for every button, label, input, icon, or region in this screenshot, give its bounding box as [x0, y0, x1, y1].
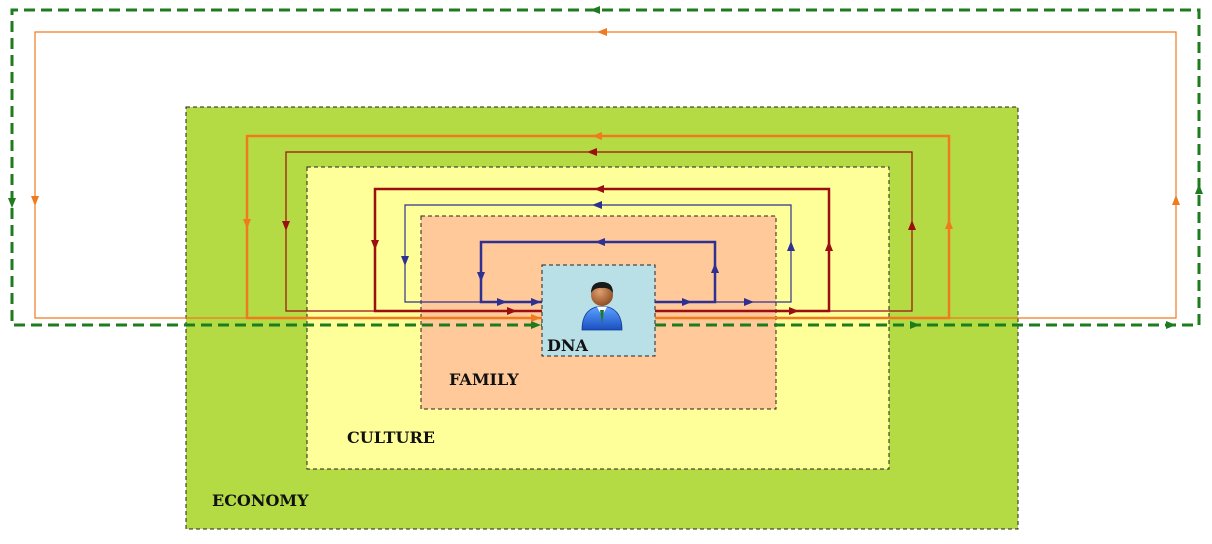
arrowhead: [587, 148, 597, 156]
arrowhead: [497, 298, 507, 306]
arrowhead: [682, 298, 692, 306]
arrowhead: [507, 307, 517, 315]
arrowhead: [1195, 184, 1203, 194]
arrowhead: [477, 272, 485, 282]
economy-label: ECONOMY: [212, 491, 309, 510]
arrowhead: [592, 201, 602, 209]
arrowhead: [8, 198, 16, 208]
arrowhead: [597, 28, 607, 36]
family-label: FAMILY: [449, 370, 519, 389]
arrowhead: [595, 238, 605, 246]
dna-label: DNA: [547, 336, 589, 355]
arrowhead: [590, 6, 600, 14]
arrowhead: [243, 219, 251, 229]
culture-label: CULTURE: [347, 428, 435, 447]
economy-outer-loop: [10, 8, 1201, 327]
arrowhead: [908, 220, 916, 230]
arrowhead: [711, 263, 719, 273]
arrowhead: [594, 185, 604, 193]
arrowhead: [825, 241, 833, 251]
arrowhead: [910, 321, 920, 329]
person-icon: [581, 282, 623, 331]
arrowhead: [401, 256, 409, 266]
arrowhead: [592, 132, 602, 140]
arrowhead: [531, 298, 541, 306]
arrowhead: [282, 221, 290, 231]
arrowhead: [531, 314, 541, 322]
economy-red-loop: [285, 151, 913, 312]
arrowhead: [531, 321, 541, 329]
arrowhead: [1172, 195, 1180, 205]
arrowhead: [371, 240, 379, 250]
arrowhead: [787, 241, 795, 251]
arrowhead: [744, 298, 754, 306]
arrowhead: [31, 196, 39, 206]
arrowhead: [945, 219, 953, 229]
arrowhead: [1166, 321, 1176, 329]
arrowhead: [789, 307, 799, 315]
